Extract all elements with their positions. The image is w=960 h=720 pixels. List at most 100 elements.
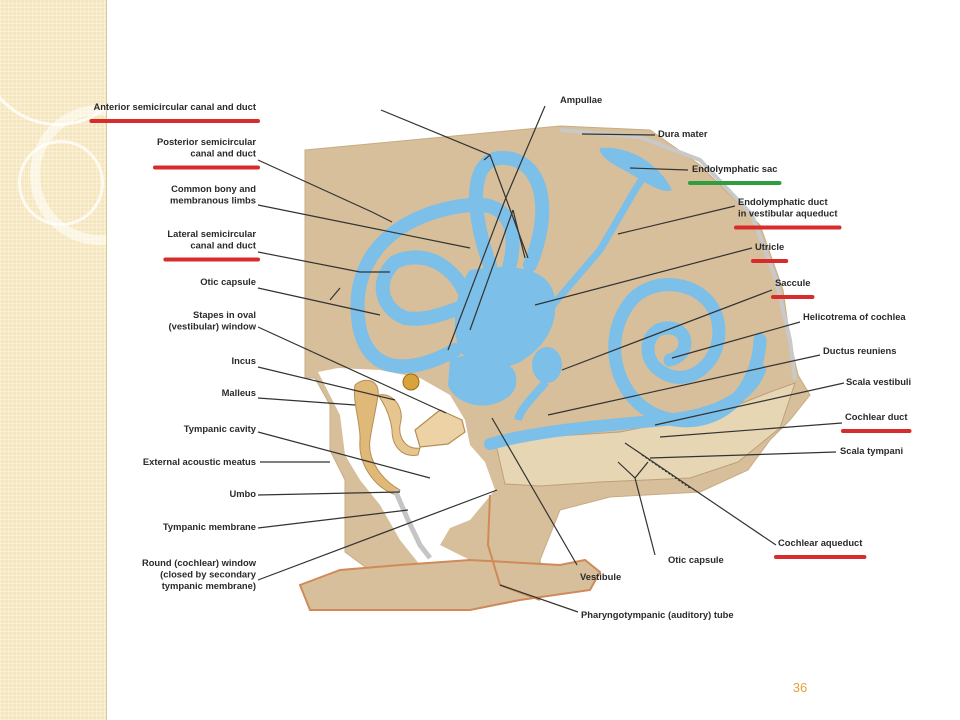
tympanic-membrane-shape	[392, 489, 432, 560]
label-incus-line: Incus	[232, 355, 257, 366]
utricle-shape	[454, 267, 556, 368]
ductus-reuniens-shape	[514, 379, 549, 422]
label-stapes-line: (vestibular) window	[168, 321, 256, 332]
leader-pharyngotympanic	[499, 584, 579, 613]
label-lateral-line: Lateral semicircular	[167, 228, 256, 239]
label-endolymphatic-duct-line: Endolymphatic duct	[738, 196, 828, 207]
label-otic-capsule-left-line: Otic capsule	[200, 276, 256, 287]
leader-scala-tympani	[649, 451, 837, 459]
label-cochlear-duct: Cochlear duct	[845, 411, 908, 422]
leader-ampullae-c	[512, 209, 526, 259]
label-stapes: Stapes in oval(vestibular) window	[168, 309, 256, 332]
label-lateral-line: canal and duct	[190, 240, 256, 251]
label-malleus-line: Malleus	[222, 387, 256, 398]
cochlear-duct-shape	[484, 364, 766, 450]
label-endolymphatic-sac: Endolymphatic sac	[692, 163, 777, 174]
leader-vestibule	[491, 417, 578, 566]
leader-endolymphatic-duct	[617, 205, 736, 235]
label-endolymphatic-sac-line: Endolymphatic sac	[692, 163, 777, 174]
label-tympanic-cavity-line: Tympanic cavity	[184, 423, 257, 434]
slide-number: 36	[792, 680, 808, 695]
label-tympanic-membrane: Tympanic membrane	[163, 521, 256, 532]
label-external-meatus-line: External acoustic meatus	[143, 456, 256, 467]
label-posterior-line: Posterior semicircular	[157, 136, 256, 147]
label-cochlear-aqueduct: Cochlear aqueduct	[778, 537, 862, 548]
chorda-tympani-dot	[402, 373, 420, 391]
label-scala-vestibuli: Scala vestibuli	[846, 376, 911, 387]
vestibule-shape	[448, 355, 517, 406]
label-utricle: Utricle	[755, 241, 784, 252]
leader-round-window	[257, 489, 498, 581]
label-common-line: Common bony and	[171, 183, 256, 194]
leader-scala-vestibuli	[654, 382, 845, 426]
label-ampullae-line: Ampullae	[560, 94, 602, 105]
label-otic-capsule-bottom-line: Otic capsule	[668, 554, 724, 565]
leader-helicotrema	[671, 321, 801, 359]
decorative-ring-small	[18, 140, 104, 226]
leader-incus	[257, 366, 396, 401]
leader-otic-left	[257, 287, 381, 316]
saccule-shape	[532, 347, 562, 383]
label-cochlear-duct-line: Cochlear duct	[845, 411, 908, 422]
label-ductus-reuniens: Ductus reuniens	[823, 345, 896, 356]
endolymphatic-sac-shape	[599, 147, 672, 191]
dura-mater-line	[559, 128, 797, 381]
decorative-sidebar	[0, 0, 107, 720]
label-stapes-line: Stapes in oval	[193, 309, 256, 320]
leader-stapes	[257, 326, 447, 414]
label-scala-tympani-line: Scala tympani	[840, 445, 903, 456]
label-umbo-line: Umbo	[229, 488, 256, 499]
labels-left: Anterior semicircular canal and ductPost…	[89, 101, 260, 591]
label-tympanic-membrane-line: Tympanic membrane	[163, 521, 256, 532]
label-otic-capsule-bottom: Otic capsule	[668, 554, 724, 565]
label-saccule: Saccule	[775, 277, 810, 288]
label-vestibule-line: Vestibule	[580, 571, 621, 582]
label-pharyngotympanic-line: Pharyngotympanic (auditory) tube	[581, 609, 734, 620]
label-scala-tympani: Scala tympani	[840, 445, 903, 456]
label-vestibule: Vestibule	[580, 571, 621, 582]
label-saccule-line: Saccule	[775, 277, 810, 288]
label-external-meatus: External acoustic meatus	[143, 456, 256, 467]
label-helicotrema-line: Helicotrema of cochlea	[803, 311, 906, 322]
leader-lateral	[257, 251, 390, 273]
label-round-window: Round (cochlear) window(closed by second…	[142, 557, 257, 591]
malleus-shape	[353, 379, 401, 496]
leader-lines	[257, 105, 845, 613]
label-tympanic-cavity: Tympanic cavity	[184, 423, 257, 434]
label-dura-line: Dura mater	[658, 128, 708, 139]
label-helicotrema: Helicotrema of cochlea	[803, 311, 906, 322]
label-pharyngotympanic: Pharyngotympanic (auditory) tube	[581, 609, 734, 620]
label-ampullae: Ampullae	[560, 94, 602, 105]
label-round-window-line: tympanic membrane)	[162, 580, 256, 591]
label-round-window-line: (closed by secondary	[160, 569, 257, 580]
leader-anterior-b	[483, 154, 491, 161]
leader-utricle	[534, 247, 753, 306]
leader-otic-left-b	[329, 287, 341, 301]
leader-cochlear-aqueduct-b	[641, 454, 691, 489]
leader-tympanic-cavity	[257, 431, 431, 479]
leader-tympanic-membrane	[257, 509, 409, 529]
label-cochlear-aqueduct-line: Cochlear aqueduct	[778, 537, 862, 548]
lateral-canal	[375, 250, 477, 326]
leader-saccule	[561, 289, 773, 371]
label-ductus-reuniens-line: Ductus reuniens	[823, 345, 896, 356]
label-umbo: Umbo	[229, 488, 256, 499]
leader-otic-capsule-bottom-b	[634, 461, 649, 479]
leader-ductus-reuniens	[547, 354, 821, 416]
label-anterior: Anterior semicircular canal and duct	[93, 101, 256, 112]
leader-ampullae	[447, 105, 546, 351]
label-incus: Incus	[232, 355, 257, 366]
leader-umbo	[257, 491, 401, 496]
leader-endolymphatic-sac	[629, 167, 689, 171]
leader-ampullae-b	[469, 209, 514, 331]
label-common-line: membranous limbs	[170, 195, 256, 206]
label-round-window-line: Round (cochlear) window	[142, 557, 257, 568]
leader-common	[257, 204, 471, 249]
leader-cochlear-duct	[659, 422, 843, 438]
